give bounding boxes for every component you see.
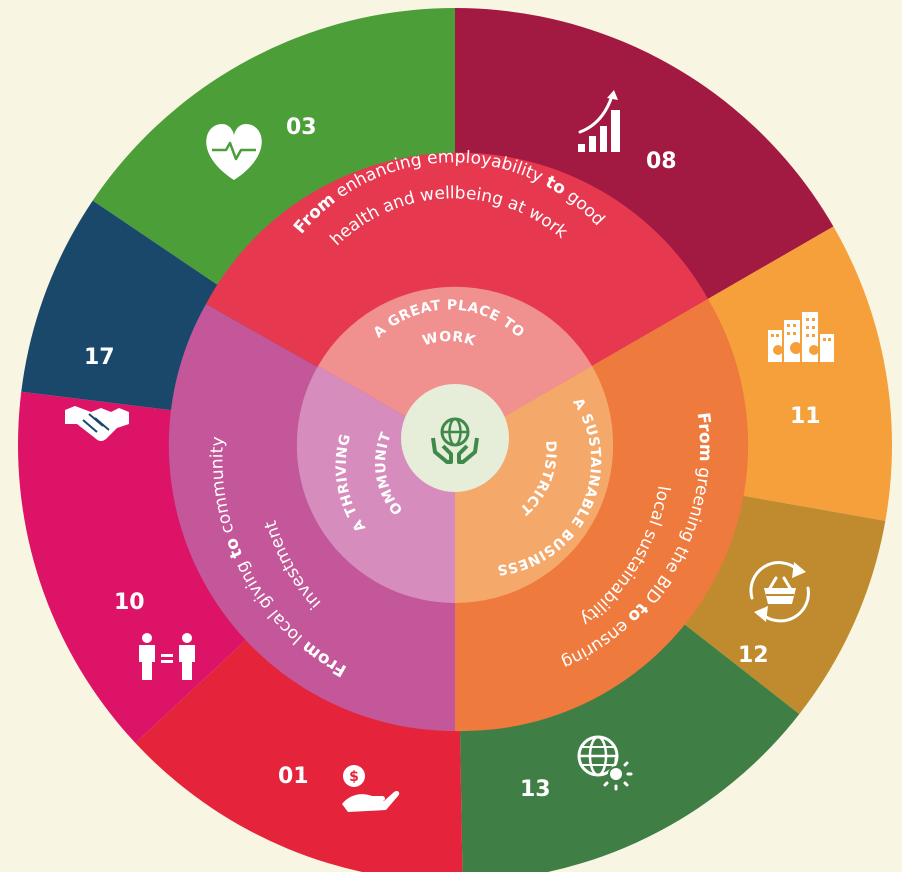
goal-label-11: 11 [768, 312, 834, 429]
goal-number: 17 [84, 345, 115, 370]
svg-text:WORK: WORK [421, 329, 478, 350]
goal-label-17: 17 [65, 345, 129, 441]
goal-number: 13 [520, 777, 551, 802]
pillar-segment-work [318, 286, 592, 445]
handshake-icon [65, 406, 129, 441]
city-buildings-icon [768, 312, 834, 362]
growth-chart-icon [578, 90, 620, 152]
globe-in-hands-icon [431, 417, 479, 464]
recycle-basket-icon [749, 561, 810, 623]
goal-label-01: 01 $ [278, 764, 400, 812]
goal-label-10: 10 [114, 590, 195, 680]
equal-people-icon [139, 633, 195, 680]
goal-label-03: 03 [206, 115, 317, 180]
goal-number: 11 [790, 404, 821, 429]
goal-number: 08 [646, 149, 677, 174]
goal-label-08: 08 [578, 90, 677, 174]
goal-number: 12 [738, 643, 769, 668]
goal-label-13: 13 [520, 735, 633, 802]
heart-pulse-icon [206, 124, 262, 180]
goal-number: 10 [114, 590, 145, 615]
center-hub [401, 384, 509, 492]
center-circle [401, 384, 509, 492]
hand-coin-icon: $ [342, 765, 400, 812]
goal-number: 01 [278, 764, 309, 789]
goal-number: 03 [286, 115, 317, 140]
svg-text:$: $ [349, 769, 359, 785]
goal-label-12: 12 [738, 561, 810, 668]
globe-sun-icon [577, 735, 633, 791]
